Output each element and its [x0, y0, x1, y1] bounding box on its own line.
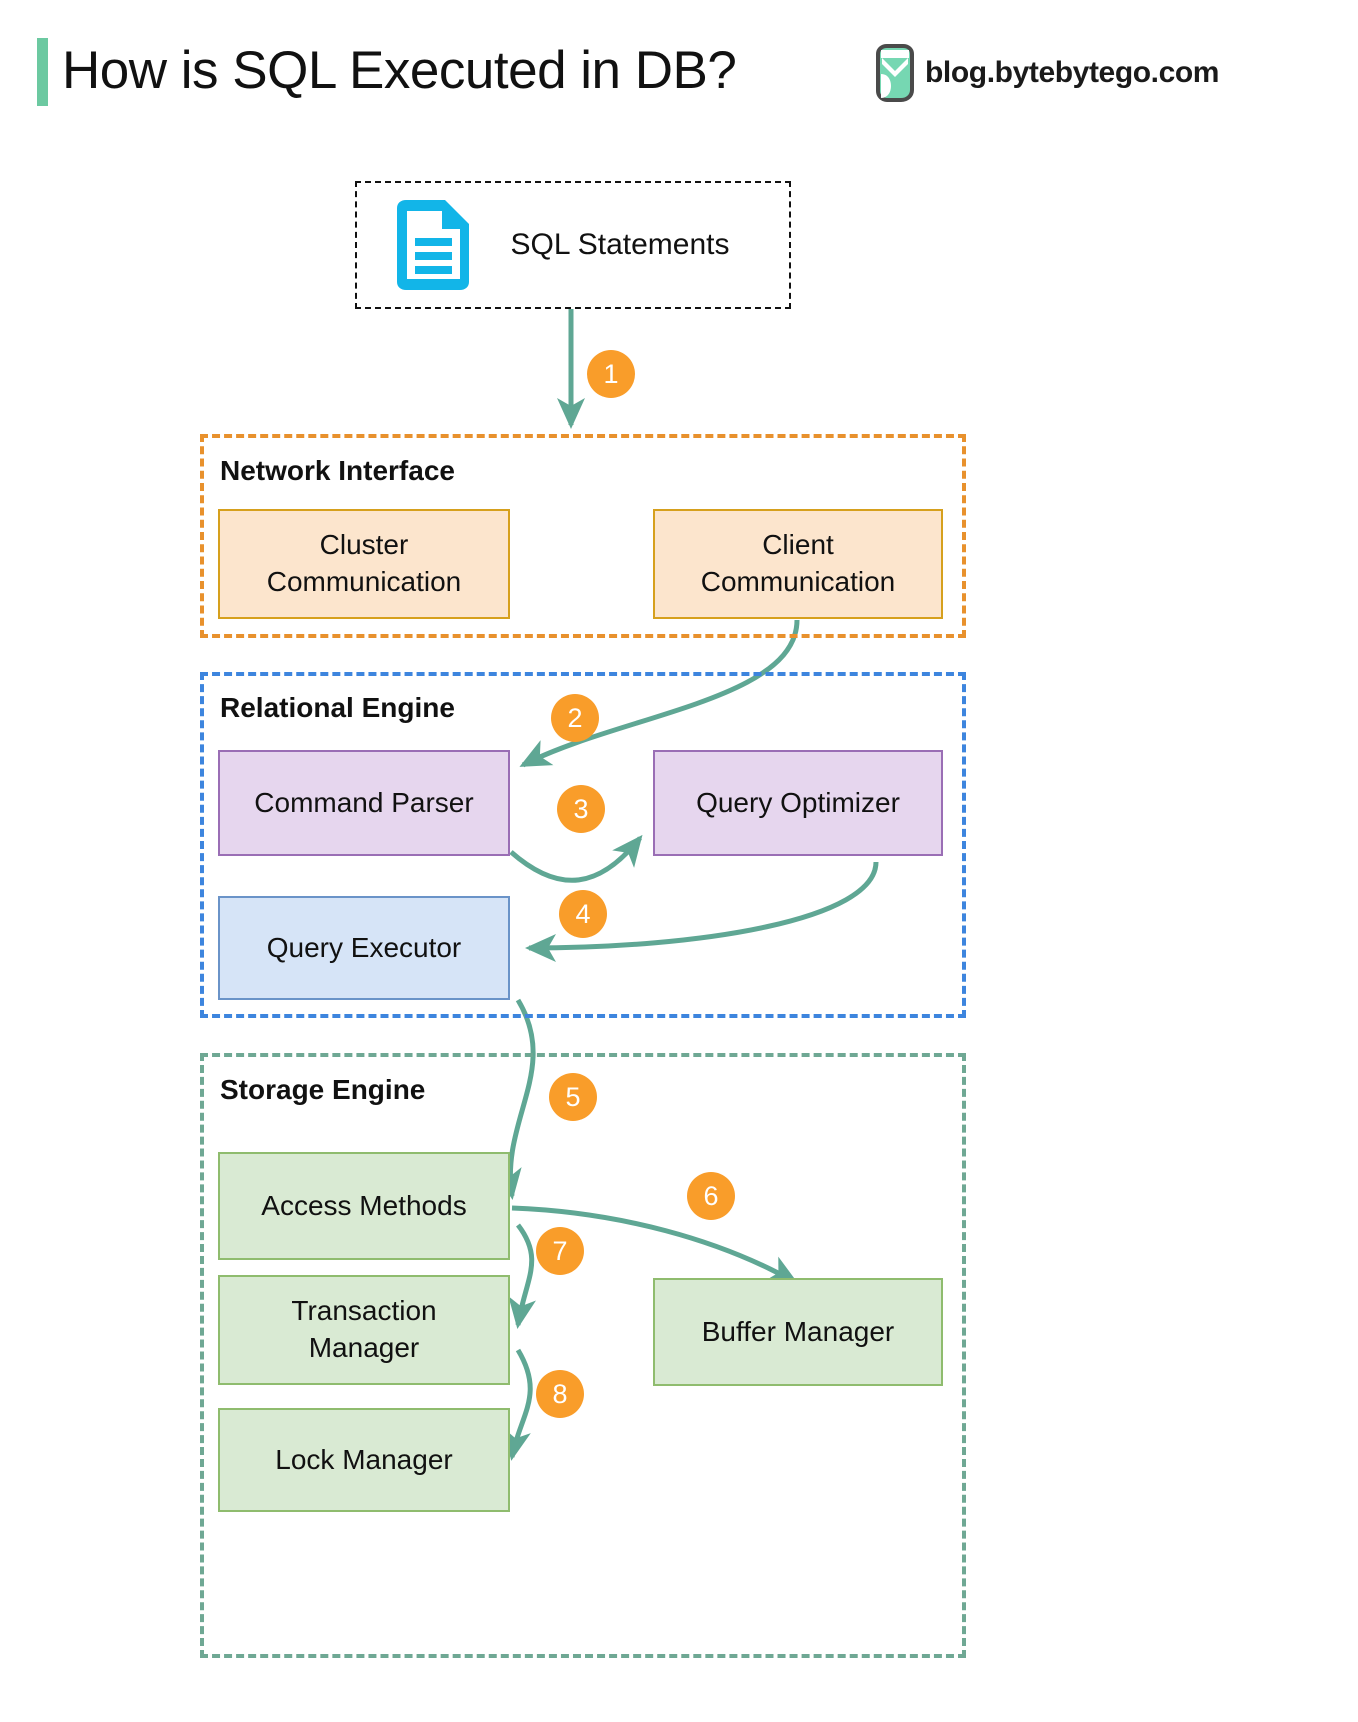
step-badge-7: 7: [536, 1227, 584, 1275]
node-command-parser[interactable]: Command Parser: [218, 750, 510, 856]
node-access-methods-label: Access Methods: [261, 1189, 467, 1221]
brand-text: blog.bytebytego.com: [925, 56, 1220, 89]
node-buffer-manager[interactable]: Buffer Manager: [653, 1278, 943, 1386]
brand: blog.bytebytego.com: [872, 42, 1219, 104]
page-title: How is SQL Executed in DB?: [62, 41, 737, 100]
header: How is SQL Executed in DB? blog.bytebyte…: [0, 0, 1358, 140]
node-query-executor[interactable]: Query Executor: [218, 896, 510, 1000]
node-cluster-communication-label: Cluster Communication: [266, 529, 462, 597]
node-transaction-manager-label: Transaction Manager: [291, 1295, 437, 1363]
group-storage-engine-title: Storage Engine: [220, 1074, 426, 1105]
node-buffer-manager-label: Buffer Manager: [701, 1315, 895, 1347]
group-relational-engine: [200, 672, 966, 1018]
group-network-interface: [200, 434, 966, 638]
node-query-optimizer-label: Query Optimizer: [696, 786, 900, 818]
node-lock-manager-label: Lock Manager: [275, 1443, 453, 1475]
node-command-parser-label: Command Parser: [254, 786, 474, 818]
step-badge-8: 8: [536, 1370, 584, 1418]
node-transaction-manager[interactable]: Transaction Manager: [218, 1275, 510, 1385]
group-relational-engine-title: Relational Engine: [220, 692, 455, 723]
step-badge-3: 3: [557, 785, 605, 833]
group-network-interface-title: Network Interface: [220, 455, 455, 486]
bytebytego-logo-icon: [876, 44, 914, 102]
step-badge-5: 5: [549, 1073, 597, 1121]
step-badge-4: 4: [559, 890, 607, 938]
node-query-executor-label: Query Executor: [266, 931, 462, 963]
title-accent-bar: [37, 38, 48, 106]
sql-statements-box: SQL Statements: [355, 181, 791, 309]
step-badge-2: 2: [551, 694, 599, 742]
document-lines-icon: [397, 200, 469, 290]
node-lock-manager[interactable]: Lock Manager: [218, 1408, 510, 1512]
sql-statements-label: SQL Statements: [510, 228, 730, 261]
group-storage-engine: [200, 1053, 966, 1658]
node-cluster-communication[interactable]: Cluster Communication: [218, 509, 510, 619]
step-badge-6: 6: [687, 1172, 735, 1220]
node-client-communication[interactable]: Client Communication: [653, 509, 943, 619]
node-access-methods[interactable]: Access Methods: [218, 1152, 510, 1260]
node-query-optimizer[interactable]: Query Optimizer: [653, 750, 943, 856]
node-client-communication-label: Client Communication: [700, 529, 896, 597]
step-badge-1: 1: [587, 350, 635, 398]
